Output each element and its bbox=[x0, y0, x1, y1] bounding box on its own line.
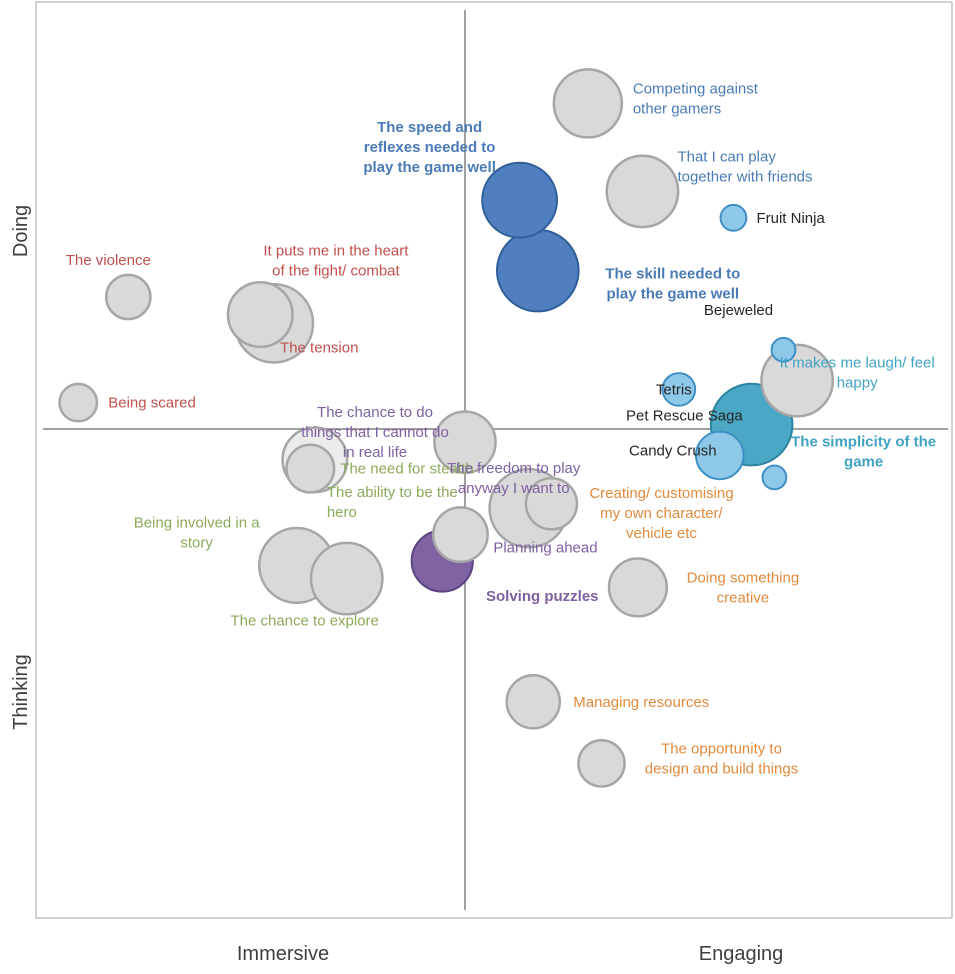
bubble-label: Bejeweled bbox=[704, 302, 773, 319]
y-axis-label-thinking: Thinking bbox=[10, 654, 32, 730]
bubble-point bbox=[505, 674, 562, 730]
bubble-label: Pet Rescue Saga bbox=[626, 407, 743, 424]
bubble-point bbox=[104, 273, 152, 321]
bubble-label: Fruit Ninja bbox=[756, 210, 825, 227]
y-axis-label-doing: Doing bbox=[10, 205, 32, 257]
bubble-label: Candy Crush bbox=[629, 442, 717, 459]
bubble-label: Managing resources bbox=[573, 694, 709, 711]
bubble-point bbox=[695, 430, 745, 481]
bubble-point bbox=[577, 739, 626, 788]
bubble-point bbox=[58, 382, 99, 423]
bubble-point bbox=[524, 477, 579, 531]
bubble-label: Tetris bbox=[656, 381, 692, 398]
bubble-label: The chance to explore bbox=[230, 613, 378, 630]
bubble-label: The violence bbox=[66, 252, 151, 269]
bubble-label: Solving puzzles bbox=[486, 588, 599, 605]
bubble-point bbox=[433, 410, 497, 475]
bubble-point bbox=[770, 336, 797, 363]
plot-frame bbox=[35, 1, 953, 919]
x-axis-label-immersive: Immersive bbox=[237, 943, 329, 965]
bubble-point bbox=[719, 203, 748, 232]
bubble-point bbox=[661, 372, 697, 407]
bubble-point bbox=[309, 541, 384, 616]
bubble-label: Being scared bbox=[108, 395, 196, 412]
bubble-layer bbox=[58, 68, 835, 788]
x-axis-label-engaging: Engaging bbox=[699, 943, 784, 965]
bubble-label: The tension bbox=[280, 340, 358, 357]
bubble-label: The need for stealth bbox=[340, 461, 473, 478]
bubble-point bbox=[496, 228, 580, 313]
bubble-point bbox=[761, 464, 788, 491]
bubble-point bbox=[607, 557, 669, 618]
bubble-point bbox=[605, 154, 680, 229]
bubble-point bbox=[285, 443, 336, 494]
bubble-point bbox=[226, 281, 294, 349]
bubble-point bbox=[552, 68, 624, 139]
bubble-label: Planning ahead bbox=[493, 540, 597, 557]
bubble-point bbox=[432, 506, 489, 564]
bubble-point bbox=[481, 161, 558, 239]
bubble-point bbox=[760, 343, 835, 418]
